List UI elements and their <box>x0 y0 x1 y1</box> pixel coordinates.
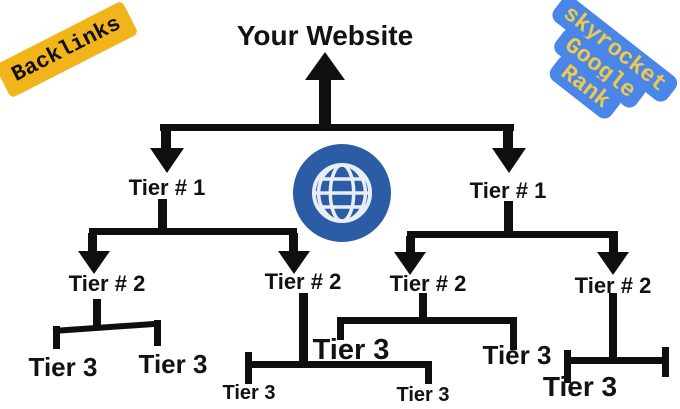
connector-t2d-shaft <box>609 236 618 254</box>
connector-d-stub <box>609 293 617 363</box>
arrow-down-tier1-left-icon <box>150 148 184 173</box>
connector-a-tick-left <box>53 326 60 349</box>
connector-c-stub <box>419 293 427 322</box>
globe-icon <box>311 162 373 224</box>
connector-t2c-shaft <box>406 236 415 254</box>
connector-t1l-shaft <box>161 126 171 150</box>
connector-a-bus <box>52 320 161 334</box>
arrow-down-tier2b-icon <box>278 251 310 274</box>
connector-root-shaft <box>319 78 331 126</box>
connector-b-bus <box>245 361 432 368</box>
tier3-d-label: Tier 3 <box>542 371 618 402</box>
tier2-b-label: Tier # 2 <box>264 269 342 294</box>
globe-badge <box>293 144 391 242</box>
connector-a-stub <box>93 299 101 329</box>
connector-t2b-shaft <box>289 233 298 253</box>
connector-c-tick-right <box>510 317 517 350</box>
connector-t2a-shaft <box>88 233 97 253</box>
arrow-down-tier2c-icon <box>394 252 426 275</box>
arrow-down-tier1-right-icon <box>492 148 526 173</box>
backlinks-badge: Backlinks <box>0 0 139 99</box>
connector-b-tick-right <box>425 361 432 384</box>
connector-t1r-shaft <box>503 126 513 150</box>
tier3-a1-label: Tier 3 <box>28 352 98 382</box>
connector-d-tick-left <box>564 350 571 383</box>
arrow-down-tier2d-icon <box>597 252 629 275</box>
root-website-label: Your Website <box>236 20 414 51</box>
connector-d-tick-right <box>662 347 669 377</box>
connector-b-tick-left <box>245 352 252 384</box>
connector-top-bus <box>160 124 514 131</box>
tier3-a2-label: Tier 3 <box>138 349 208 379</box>
tier2-a-label: Tier # 2 <box>68 271 146 296</box>
skyrocket-google-rank-badge: skyrocket Google Rank <box>495 0 680 171</box>
tier3-c1-label: Tier 3 <box>312 334 390 366</box>
tier3-b2-label: Tier 3 <box>396 384 450 406</box>
arrow-up-to-website-icon <box>305 52 345 80</box>
connector-a-tick-right <box>154 320 161 346</box>
connector-b-stub <box>299 293 308 367</box>
connector-c-tick-left <box>337 317 344 340</box>
tier1-right-label: Tier # 1 <box>469 178 547 203</box>
tier3-b1-label: Tier 3 <box>222 382 276 404</box>
connector-c-bus <box>337 317 517 324</box>
connector-t1r-stub <box>504 201 513 232</box>
connector-t1l-stub <box>158 199 167 230</box>
tier3-c2-label: Tier 3 <box>482 340 552 370</box>
connector-t1l-bus <box>89 228 297 235</box>
connector-t1r-bus <box>407 231 618 238</box>
arrow-down-tier2a-icon <box>78 251 110 274</box>
tier1-left-label: Tier # 1 <box>128 175 206 200</box>
connector-d-bus <box>564 357 669 364</box>
tier2-c-label: Tier # 2 <box>389 271 467 296</box>
